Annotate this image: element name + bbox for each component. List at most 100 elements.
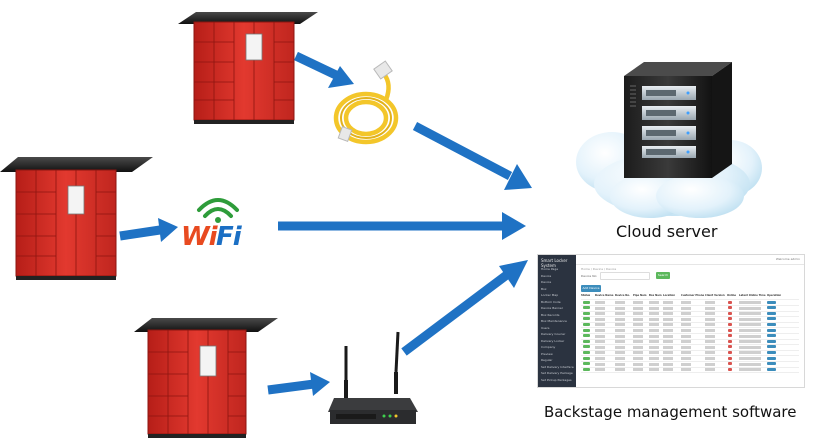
table-row xyxy=(581,362,799,368)
sidebar-menu-item: Delivery Locker xyxy=(541,338,565,343)
table-cell xyxy=(663,345,673,349)
table-cell xyxy=(705,312,715,316)
table-cell xyxy=(649,329,659,332)
table-cell xyxy=(705,329,715,332)
status-badge xyxy=(583,345,590,349)
row-action-button xyxy=(767,306,776,310)
table-cell xyxy=(615,301,625,304)
table-cell xyxy=(663,334,673,338)
table-cell xyxy=(649,357,659,360)
table-cell xyxy=(681,351,691,355)
table-cell xyxy=(663,362,673,366)
breadcrumb: Home / Device / Device xyxy=(581,267,617,271)
table-cell xyxy=(615,362,625,366)
status-badge xyxy=(583,328,590,332)
table-cell xyxy=(595,357,605,360)
online-indicator xyxy=(728,345,732,349)
table-cell xyxy=(663,312,673,316)
arrows xyxy=(119,51,532,396)
table-cell xyxy=(633,351,643,355)
parcel-locker-middle xyxy=(0,157,153,280)
table-cell xyxy=(705,357,715,360)
table-cell xyxy=(663,357,673,360)
column-header: Online xyxy=(727,294,737,297)
table-row xyxy=(581,367,799,374)
table-cell xyxy=(681,334,691,338)
table-row xyxy=(581,300,799,306)
row-action-button xyxy=(767,362,776,366)
svg-text:Wi: Wi xyxy=(181,222,219,252)
row-action-button xyxy=(767,334,776,338)
table-cell xyxy=(739,329,761,332)
table-cell xyxy=(681,301,691,304)
table-cell xyxy=(595,329,605,332)
sidebar-menu-item: Box Maintenance xyxy=(541,319,567,323)
sidebar-menu-item: Box xyxy=(541,286,547,291)
table-cell xyxy=(663,351,673,355)
table-cell xyxy=(663,323,673,327)
table-cell xyxy=(663,301,673,304)
table-cell xyxy=(633,368,643,372)
sidebar-menu-item: Set Pickup Packages xyxy=(541,377,572,382)
table-cell xyxy=(681,317,691,321)
table-cell xyxy=(681,323,691,327)
rj45-connector xyxy=(337,60,393,142)
svg-text:Fi: Fi xyxy=(216,222,243,252)
4g-router-icon xyxy=(328,331,418,424)
status-badge xyxy=(583,356,590,360)
add-device-button: Add Device xyxy=(581,285,601,292)
row-action-button xyxy=(767,322,776,326)
table-cell xyxy=(615,317,625,321)
table-cell xyxy=(705,317,715,321)
table-cell xyxy=(663,306,673,310)
column-header: Device No. xyxy=(615,294,631,297)
status-badge xyxy=(583,367,590,371)
table-cell xyxy=(681,340,691,344)
online-indicator xyxy=(728,322,732,326)
column-header: Latest Online Time xyxy=(739,294,766,297)
table-row xyxy=(581,345,799,351)
table-row xyxy=(581,334,799,340)
wifi-icon: Wi Fi xyxy=(181,198,244,252)
status-badge xyxy=(583,350,590,354)
table-cell xyxy=(649,323,659,327)
table-cell xyxy=(705,340,715,344)
arrow-locker3-to-router xyxy=(267,372,330,396)
table-cell xyxy=(633,323,643,327)
arrow-wifi-to-cloud xyxy=(278,212,526,240)
column-header: Location xyxy=(663,294,676,297)
table-cell xyxy=(595,351,605,355)
table-cell xyxy=(681,345,691,349)
online-indicator xyxy=(728,362,732,366)
status-badge xyxy=(583,300,590,304)
table-cell xyxy=(663,368,673,372)
table-cell xyxy=(633,340,643,344)
table-cell xyxy=(615,306,625,310)
sidebar-menu-item: Device xyxy=(541,273,552,278)
table-cell xyxy=(649,301,659,304)
row-action-button xyxy=(767,345,776,349)
search-label: Device No: xyxy=(581,274,598,278)
table-cell xyxy=(681,357,691,360)
table-cell xyxy=(739,368,761,372)
table-cell xyxy=(739,345,761,349)
table-cell xyxy=(595,301,605,304)
table-cell xyxy=(615,345,625,349)
table-cell xyxy=(663,329,673,332)
table-cell xyxy=(739,317,761,321)
online-indicator xyxy=(728,339,732,343)
search-button: Search xyxy=(656,272,670,279)
online-indicator xyxy=(728,334,732,338)
cloud-server-label: Cloud server xyxy=(616,222,718,241)
table-cell xyxy=(615,368,625,372)
status-badge xyxy=(583,334,590,338)
status-badge xyxy=(583,317,590,321)
status-badge xyxy=(583,306,590,310)
table-cell xyxy=(739,323,761,327)
welcome-text: Welcome admin xyxy=(775,257,800,261)
sidebar-menu-item: Regular xyxy=(541,358,553,362)
sidebar-menu-item: Device xyxy=(541,280,552,284)
status-badge xyxy=(583,311,590,315)
